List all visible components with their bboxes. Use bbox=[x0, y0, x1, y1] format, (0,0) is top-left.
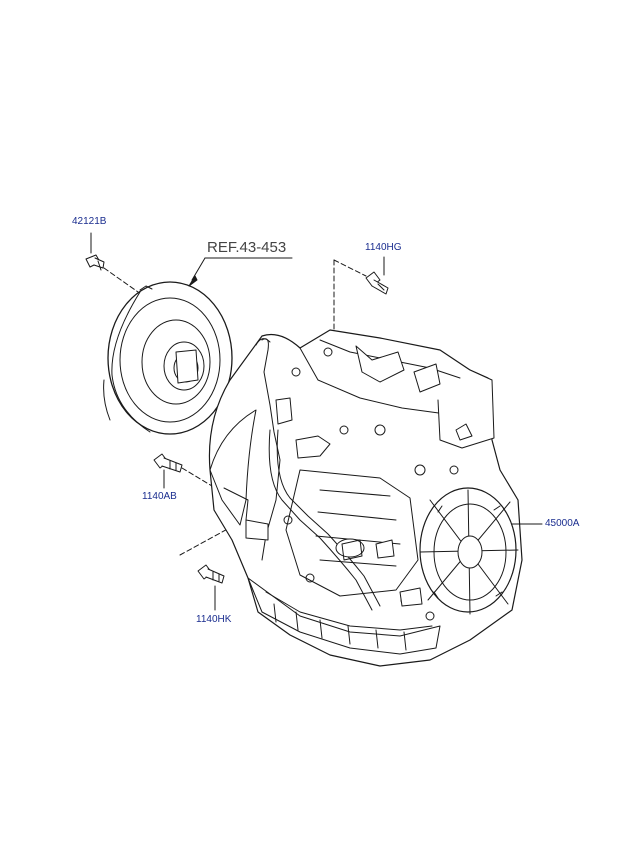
ref-label: REF.43-453 bbox=[207, 239, 287, 256]
callout-45000a: 45000A bbox=[545, 518, 580, 529]
bolt-icon bbox=[365, 271, 389, 295]
bolt-icon bbox=[85, 254, 105, 271]
callout-42121b: 42121B bbox=[72, 216, 107, 227]
bolt-icon bbox=[197, 564, 225, 584]
callout-1140hg: 1140HG bbox=[365, 242, 402, 253]
bolt-icon bbox=[153, 453, 183, 473]
torque-converter-icon bbox=[103, 281, 233, 435]
callout-1140hk: 1140HK bbox=[196, 614, 232, 625]
callout-1140ab: 1140AB bbox=[142, 491, 177, 502]
transaxle-assembly-icon bbox=[208, 329, 523, 667]
